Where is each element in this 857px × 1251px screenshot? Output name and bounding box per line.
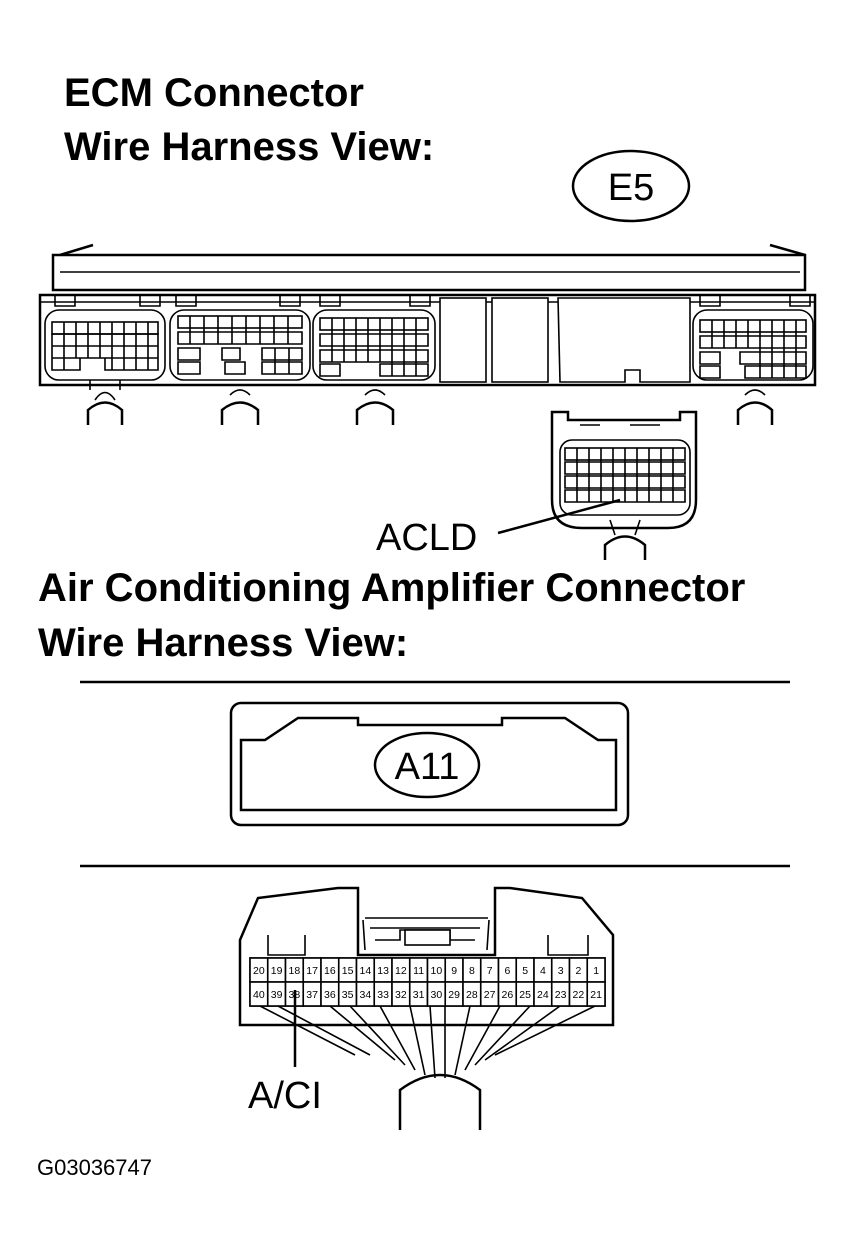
amp-pin-number: 13	[377, 965, 389, 977]
amp-pin-number: 12	[395, 965, 407, 977]
aci-callout: A/CI	[248, 990, 322, 1117]
amp-pin-number: 4	[540, 965, 546, 977]
ecm-connector-housing	[38, 243, 817, 425]
amp-pin-number: 7	[487, 965, 493, 977]
amp-title-line2: Wire Harness View:	[38, 621, 408, 665]
ecm-connector-code-badge: E5	[571, 149, 691, 223]
amp-pin-number: 26	[502, 989, 514, 1001]
ecm-connector-code: E5	[608, 167, 654, 209]
amp-pin-number: 21	[590, 989, 602, 1001]
ecm-pin-block-5	[692, 296, 814, 425]
acld-callout: ACLD	[376, 498, 621, 559]
amp-pin-number: 20	[253, 965, 265, 977]
ecm-pin-block-2	[169, 296, 311, 425]
amp-pin-number: 37	[306, 989, 318, 1001]
a11-connector-code: A11	[395, 746, 460, 788]
amp-pin-number: 10	[431, 965, 443, 977]
amp-pin-number: 5	[522, 965, 528, 977]
amp-pin-number: 6	[504, 965, 510, 977]
e5-connector	[550, 410, 698, 560]
amp-pin-number: 2	[575, 965, 581, 977]
amp-pin-number: 33	[377, 989, 389, 1001]
amp-pin-number: 18	[289, 965, 301, 977]
amp-pin-number: 30	[431, 989, 443, 1001]
amp-pin-number: 14	[360, 965, 372, 977]
amp-pin-number: 15	[342, 965, 354, 977]
amp-pin-number: 29	[448, 989, 460, 1001]
amp-pin-number: 23	[555, 989, 567, 1001]
acld-pin-label: ACLD	[376, 517, 477, 559]
amp-pin-number: 40	[253, 989, 265, 1001]
amp-pin-number: 27	[484, 989, 496, 1001]
amp-pin-number: 1	[593, 965, 599, 977]
amp-pin-number: 24	[537, 989, 549, 1001]
amp-pin-number: 34	[360, 989, 372, 1001]
amp-pin-number: 28	[466, 989, 478, 1001]
amp-pin-cell	[586, 981, 606, 1007]
amp-pin-number: 31	[413, 989, 425, 1001]
amp-pin-number: 17	[306, 965, 318, 977]
figure-id: G03036747	[37, 1155, 152, 1180]
amp-title-line1: Air Conditioning Amplifier Connector	[38, 566, 745, 610]
amp-pin-number: 19	[271, 965, 283, 977]
amp-pin-number: 11	[413, 965, 424, 977]
amp-pin-number: 35	[342, 989, 354, 1001]
ecm-title-line1: ECM Connector	[64, 71, 364, 115]
ecm-title-line2: Wire Harness View:	[64, 125, 434, 169]
amp-pin-number: 39	[271, 989, 283, 1001]
amp-pin-number: 8	[469, 965, 475, 977]
amp-pin-number: 32	[395, 989, 407, 1001]
amp-pin-number: 9	[451, 965, 457, 977]
amp-pin-number: 16	[324, 965, 336, 977]
ecm-pin-block-1	[44, 296, 166, 425]
amp-pin-number: 3	[558, 965, 564, 977]
a11-connector-outline: A11	[229, 701, 630, 827]
amp-pin-number: 22	[573, 989, 585, 1001]
aci-pin-label: A/CI	[248, 1075, 322, 1117]
amp-pin-number: 36	[324, 989, 336, 1001]
ecm-pin-block-3	[312, 296, 436, 425]
amp-pin-number: 25	[519, 989, 531, 1001]
